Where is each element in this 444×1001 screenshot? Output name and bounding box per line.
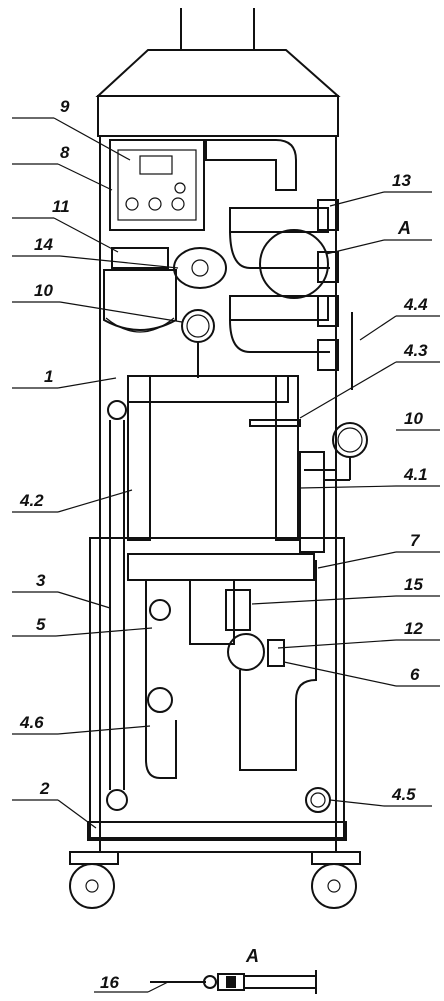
pressure-gauge-left xyxy=(181,309,215,378)
label-11: 11 xyxy=(52,197,70,216)
base-plate xyxy=(87,821,347,841)
label-4-6: 4.6 xyxy=(19,713,44,732)
label-13: 13 xyxy=(392,171,411,190)
hood xyxy=(95,49,341,137)
detail-a-valve xyxy=(150,970,317,994)
label-A: A xyxy=(397,218,411,238)
label-4-2: 4.2 xyxy=(19,491,44,510)
label-2: 2 xyxy=(39,779,50,798)
detail-title: A xyxy=(245,946,259,966)
label-5: 5 xyxy=(36,615,46,634)
leader-lines-right xyxy=(251,191,440,807)
label-8: 8 xyxy=(60,143,70,162)
label-1: 1 xyxy=(44,367,53,386)
label-12: 12 xyxy=(404,619,423,638)
label-15: 15 xyxy=(404,575,423,594)
base-frame xyxy=(89,537,345,839)
leader-16-diag xyxy=(147,981,169,993)
control-box xyxy=(109,139,205,231)
fan xyxy=(173,247,227,289)
cabinet-frame xyxy=(99,135,337,853)
label-6: 6 xyxy=(410,665,420,684)
lower-piping xyxy=(127,553,331,813)
pressure-gauge-right xyxy=(324,422,368,481)
wheel-left xyxy=(69,851,119,909)
wheel-right xyxy=(311,851,361,909)
label-4-1: 4.1 xyxy=(403,465,428,484)
level-gauge xyxy=(106,400,128,811)
middle-piping xyxy=(127,375,336,553)
label-4-5: 4.5 xyxy=(391,785,416,804)
label-4-4: 4.4 xyxy=(403,295,428,314)
label-10-left: 10 xyxy=(34,281,53,300)
label-4-3: 4.3 xyxy=(403,341,428,360)
label-9: 9 xyxy=(60,97,70,116)
label-7: 7 xyxy=(410,531,421,550)
label-10-right: 10 xyxy=(404,409,423,428)
pump-housing xyxy=(103,247,177,333)
exhaust-pipe xyxy=(180,8,255,50)
upper-piping xyxy=(205,139,353,390)
leader-lines-left xyxy=(12,117,183,829)
label-14: 14 xyxy=(34,235,53,254)
label-3: 3 xyxy=(36,571,46,590)
label-16: 16 xyxy=(100,973,119,992)
